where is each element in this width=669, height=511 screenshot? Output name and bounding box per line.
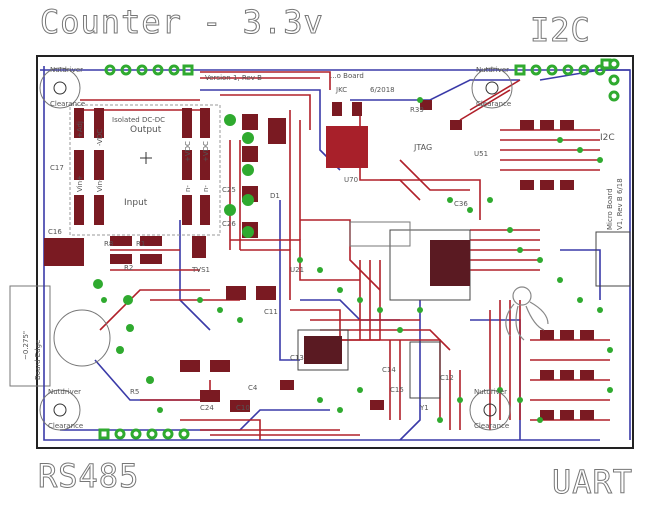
ref-r8: R8 — [104, 240, 113, 248]
output-label: Output — [130, 125, 162, 135]
nutdriver-bl: Nutdriver — [48, 388, 81, 396]
silkscreen: Nutdriver Clearance Nutdriver Clearance … — [22, 66, 624, 430]
ref-u51: U51 — [474, 150, 488, 158]
ref-c10: C10 — [236, 404, 250, 412]
board-outline — [36, 55, 634, 449]
jtag-label: JTAG — [413, 143, 432, 152]
ref-c25: C25 — [222, 186, 236, 194]
ref-c16: C16 — [48, 228, 62, 236]
pin-left-2: Vin+ — [76, 175, 84, 192]
ref-d1: D1 — [270, 192, 280, 200]
ref-c4: C4 — [248, 384, 258, 392]
pin-left-1: -VDC — [96, 129, 104, 146]
micro-board-label: Micro Board — [606, 188, 614, 230]
nutdriver-br: Nutdriver — [474, 388, 507, 396]
nutdriver-tr: Nutdriver — [476, 66, 509, 74]
i2c-corner-label: I2C — [530, 11, 591, 49]
pin-right-3: n- — [202, 185, 210, 192]
i2c-small-label: I2C — [600, 133, 615, 143]
pin-right-2: n- — [184, 185, 192, 192]
ref-u21: U21 — [290, 266, 304, 274]
uart-corner-label: UART — [551, 463, 634, 501]
header-pins — [98, 58, 620, 440]
ref-c11: C11 — [264, 308, 278, 316]
board-label: ...o Board — [330, 72, 364, 80]
ref-r5: R5 — [130, 388, 139, 396]
ref-r39: R39 — [410, 106, 424, 114]
ref-c15: C15 — [390, 386, 404, 394]
clearance-bl: Clearance — [48, 422, 83, 430]
ref-c24: C24 — [200, 404, 214, 412]
ref-c17: C17 — [50, 164, 64, 172]
rs485-corner-label: RS485 — [37, 457, 140, 495]
rev-label: V1, Rev B 6/18 — [616, 178, 624, 230]
dim-label: ~0.275" — [22, 331, 30, 360]
ref-c26: C26 — [222, 220, 236, 228]
date-label: 6/2018 — [370, 86, 395, 94]
ref-c12: C12 — [440, 374, 454, 382]
board-title: Counter - 3.3v — [40, 3, 324, 41]
input-label: Input — [124, 198, 148, 208]
ref-u70: U70 — [344, 176, 358, 184]
version-label: Version 1, Rev B — [205, 74, 262, 82]
clearance-br: Clearance — [474, 422, 509, 430]
components — [44, 100, 631, 420]
octopus-logo — [505, 286, 549, 341]
ref-r1: R1 — [136, 240, 145, 248]
isolated-label: Isolated DC-DC — [112, 116, 165, 124]
ref-c36: C36 — [454, 200, 468, 208]
ref-y1: Y1 — [419, 404, 429, 412]
board-edge-dim-box — [9, 285, 51, 387]
ref-c13: C13 — [290, 354, 304, 362]
clearance-tl: Clearance — [50, 100, 85, 108]
pin-right-0: +VDC — [184, 141, 192, 162]
mounting-holes — [39, 67, 513, 431]
nutdriver-tl: Nutdriver — [50, 66, 83, 74]
pin-right-1: +VDC — [202, 141, 210, 162]
board-edge-label: Board Edge — [34, 340, 42, 380]
ref-c14: C14 — [382, 366, 396, 374]
pin-left-3: Vin- — [96, 178, 104, 192]
ref-tvs1: TVS1 — [191, 266, 210, 274]
clearance-tr: Clearance — [476, 100, 511, 108]
jkc-label: JKC — [335, 86, 347, 94]
vias — [93, 97, 613, 423]
dcdc-module — [69, 104, 221, 236]
ref-r2: R2 — [124, 264, 133, 272]
pin-left-0: +Adj — [76, 121, 84, 138]
